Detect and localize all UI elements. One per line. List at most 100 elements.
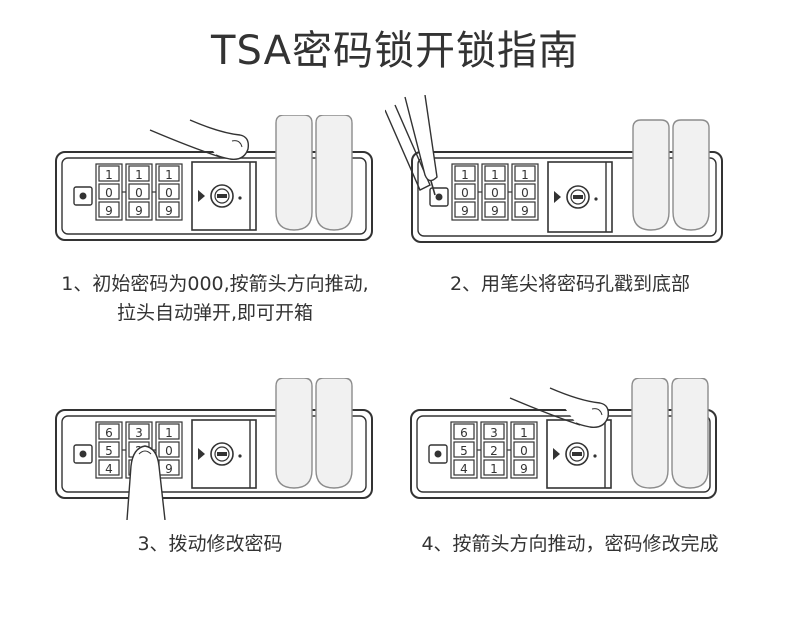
dial-digit: 0 bbox=[135, 186, 143, 200]
dial-digit: 5 bbox=[105, 444, 113, 458]
dial-cell bbox=[514, 201, 536, 218]
dial-cell bbox=[98, 423, 120, 440]
dial-digit: 1 bbox=[491, 168, 499, 182]
dial-cell bbox=[514, 165, 536, 182]
dial-cell bbox=[158, 165, 180, 182]
step-1-caption-line2: 拉头自动弹开,即可开箱 bbox=[116, 302, 314, 324]
finger-tip-icon bbox=[189, 119, 250, 160]
tsa-keyhole-ring bbox=[214, 446, 230, 462]
dial-digit: 1 bbox=[165, 168, 173, 182]
dial-cell bbox=[98, 183, 120, 200]
tsa-keyhole-slot bbox=[573, 195, 583, 199]
lock-body-inner bbox=[61, 415, 367, 493]
step-2-caption-line1: 2、用笔尖将密码孔戳到底部 bbox=[449, 273, 691, 295]
reset-hole bbox=[79, 450, 87, 458]
dial-cell bbox=[128, 165, 150, 182]
finger-icon bbox=[126, 445, 166, 520]
dial-digit: 0 bbox=[165, 444, 173, 458]
dial-cell bbox=[454, 183, 476, 200]
dial-cell bbox=[98, 165, 120, 182]
dial-digit: 0 bbox=[461, 186, 469, 200]
tsa-keyhole-slot bbox=[572, 452, 582, 456]
dial-digit: 0 bbox=[520, 444, 528, 458]
dial-digit: 3 bbox=[490, 426, 498, 440]
dial-digit: 9 bbox=[520, 462, 528, 476]
dial-digit: 9 bbox=[461, 204, 469, 218]
page-title: TSA密码锁开锁指南 bbox=[211, 28, 579, 74]
dial-digit: 1 bbox=[490, 462, 498, 476]
reset-hole bbox=[435, 193, 443, 201]
step-1-caption: 1、初始密码为000,按箭头方向推动, 拉头自动弹开,即可开箱 bbox=[20, 270, 410, 328]
dial-cell bbox=[484, 165, 506, 182]
lock-body-inner bbox=[416, 415, 711, 493]
step-1-caption-line1: 1、初始密码为000,按箭头方向推动, bbox=[61, 273, 369, 295]
step-3-caption-line1: 3、拨动修改密码 bbox=[137, 533, 283, 555]
reset-hole bbox=[79, 192, 87, 200]
pen-tip-icon bbox=[430, 180, 436, 196]
dial-digit: 2 bbox=[490, 444, 498, 458]
dial-cell bbox=[98, 459, 120, 476]
dial-digit: 0 bbox=[491, 186, 499, 200]
push-arrow-icon bbox=[554, 191, 561, 203]
dial-digit: 4 bbox=[460, 462, 468, 476]
step-4-caption: 4、按箭头方向推动，密码修改完成 bbox=[390, 530, 750, 559]
dial-digit: 1 bbox=[165, 426, 173, 440]
dial-digit: 1 bbox=[105, 168, 113, 182]
key-panel-dot bbox=[238, 454, 242, 458]
dial-digit: 1 bbox=[520, 426, 528, 440]
dial-digit: 4 bbox=[105, 462, 113, 476]
dial-digit: 5 bbox=[460, 444, 468, 458]
zipper-tag-front-2 bbox=[315, 151, 353, 231]
tsa-keyhole-ring bbox=[214, 188, 230, 204]
push-arrow-icon bbox=[198, 448, 205, 460]
dial-cell bbox=[514, 183, 536, 200]
dial-cell bbox=[158, 183, 180, 200]
dial-digit: 9 bbox=[491, 204, 499, 218]
push-arrow-icon bbox=[198, 190, 205, 202]
tsa-keyhole-ring bbox=[570, 189, 586, 205]
zipper-tag-front-1 bbox=[632, 151, 670, 231]
dial-digit: 0 bbox=[521, 186, 529, 200]
tsa-keyhole-slot bbox=[217, 194, 227, 198]
dial-digit: 1 bbox=[135, 168, 143, 182]
push-arrow-icon bbox=[553, 448, 560, 460]
tsa-keyhole-ring bbox=[569, 446, 585, 462]
dial-cell bbox=[128, 423, 150, 440]
key-panel-dot bbox=[238, 196, 242, 200]
dial-digit: 9 bbox=[135, 204, 143, 218]
key-panel-dot bbox=[594, 197, 598, 201]
dial-cell bbox=[483, 459, 505, 476]
dial-digit: 9 bbox=[105, 204, 113, 218]
zipper-tag-front-2 bbox=[315, 409, 353, 489]
finger-icon bbox=[149, 129, 221, 158]
dial-cell bbox=[158, 201, 180, 218]
dial-cell bbox=[484, 201, 506, 218]
zipper-tag-front-1 bbox=[631, 409, 669, 489]
dial-cell bbox=[128, 201, 150, 218]
dial-cell bbox=[98, 441, 120, 458]
dial-digit: 0 bbox=[105, 186, 113, 200]
dial-digit: 9 bbox=[165, 462, 173, 476]
reset-hole bbox=[434, 450, 442, 458]
dial-cell bbox=[158, 441, 180, 458]
dial-digit: 9 bbox=[165, 204, 173, 218]
step-4-caption-line1: 4、按箭头方向推动，密码修改完成 bbox=[421, 533, 719, 555]
finger-icon bbox=[509, 397, 581, 426]
dial-cell bbox=[453, 423, 475, 440]
dial-cell bbox=[98, 201, 120, 218]
dial-digit: 1 bbox=[461, 168, 469, 182]
key-panel-dot bbox=[593, 454, 597, 458]
dial-cell bbox=[513, 441, 535, 458]
dial-digit: 9 bbox=[521, 204, 529, 218]
dial-cell bbox=[454, 165, 476, 182]
dial-cell bbox=[454, 201, 476, 218]
pen-body-icon bbox=[404, 95, 438, 182]
zipper-tag-front-2 bbox=[672, 151, 710, 231]
